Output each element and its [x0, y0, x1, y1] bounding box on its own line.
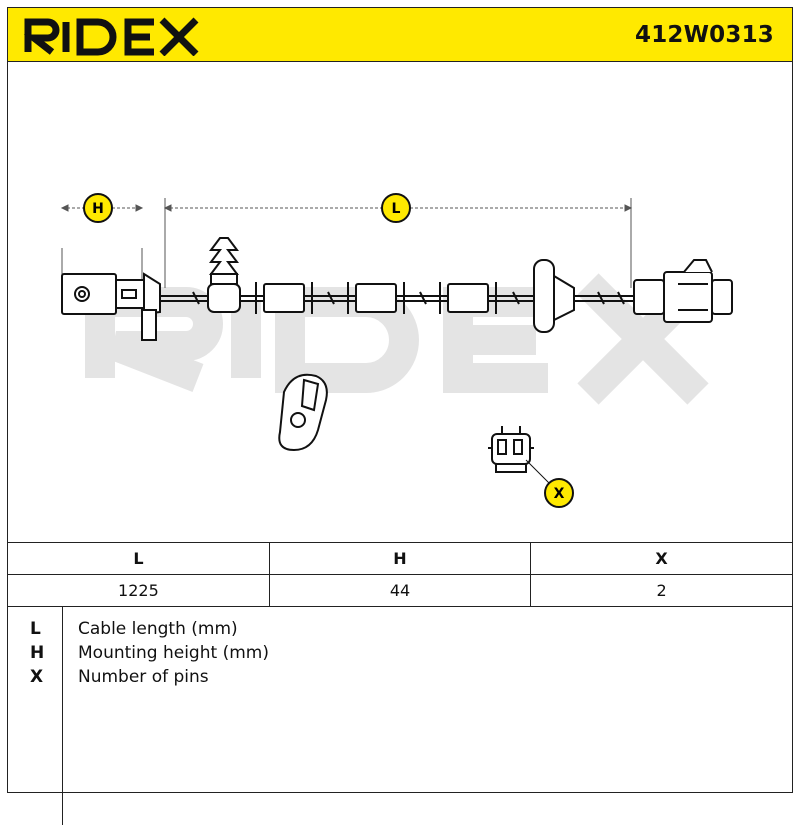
grommet [533, 259, 575, 333]
legend: L Cable length (mm) H Mounting height (m… [8, 607, 792, 825]
spec-value-row: 1225 44 2 [8, 574, 792, 607]
x-marker: X [544, 478, 574, 508]
spec-table: L H X 1225 44 2 [8, 543, 792, 607]
legend-code: L [30, 619, 41, 639]
spec-header-h: H [269, 543, 532, 575]
spec-header-l: L [8, 543, 270, 575]
sensor-bracket [278, 373, 328, 452]
spec-value-h: 44 [269, 574, 532, 607]
technical-drawing: H L [8, 62, 792, 543]
legend-description: Cable length (mm) [78, 619, 238, 639]
legend-code: X [30, 667, 44, 687]
cable-clamps [255, 282, 497, 314]
mounting-clip [207, 237, 241, 313]
header-bar: 412W0313 [8, 8, 792, 62]
svg-text:X: X [554, 486, 565, 502]
legend-code-column [8, 607, 63, 825]
sensor-diagram: H L [60, 193, 733, 508]
spec-header-row: L H X [8, 543, 792, 575]
connector-end-view [488, 426, 534, 473]
spec-value-x: 2 [530, 574, 792, 607]
h-marker: H [83, 193, 113, 223]
svg-text:L: L [392, 201, 401, 217]
legend-code: H [30, 643, 45, 663]
part-number: 412W0313 [635, 22, 774, 48]
sensor-head [61, 272, 161, 341]
legend-description: Number of pins [78, 667, 209, 687]
ridex-logo [23, 17, 199, 56]
product-sheet: 412W0313 H [7, 7, 793, 825]
connector [633, 259, 733, 323]
spec-value-l: 1225 [8, 574, 270, 607]
l-marker: L [381, 193, 411, 223]
svg-text:H: H [92, 201, 104, 217]
spec-header-x: X [530, 543, 792, 575]
legend-description: Mounting height (mm) [78, 643, 269, 663]
